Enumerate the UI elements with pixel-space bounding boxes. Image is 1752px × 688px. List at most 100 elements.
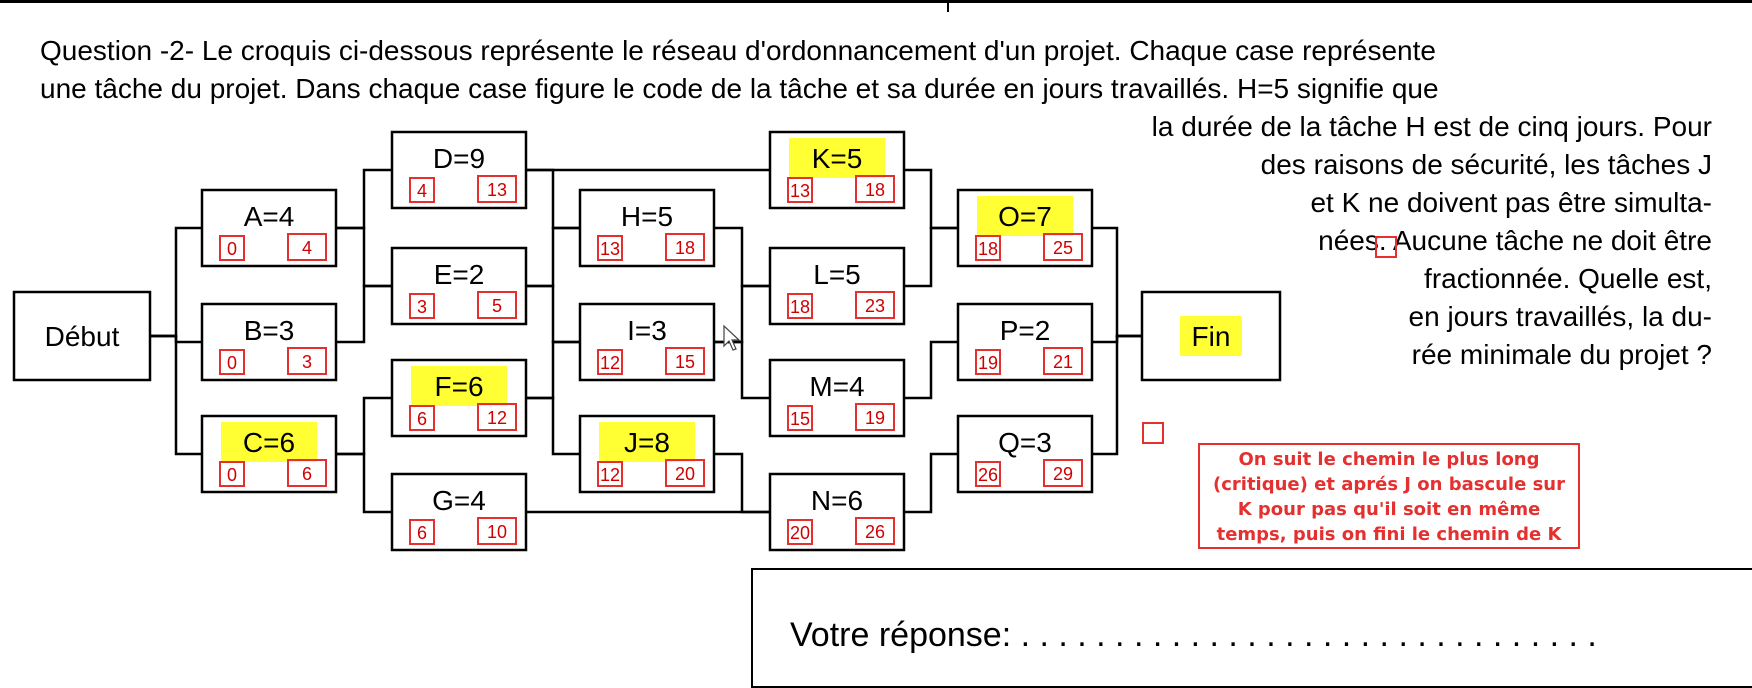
- early-finish-O: 25: [1053, 238, 1073, 258]
- task-label-fin: Fin: [1192, 321, 1231, 352]
- annotation-square: [1142, 422, 1164, 444]
- note-line: temps, puis on fini le chemin de K: [1216, 524, 1562, 545]
- edge-F-J: [526, 396, 580, 456]
- edge-B-E: [336, 284, 392, 344]
- start-box-D: [409, 177, 435, 203]
- start-box-M: [787, 405, 813, 431]
- question-line-6: nées. Aucune tâche ne doit être: [1318, 225, 1712, 256]
- edge-A-D: [336, 168, 392, 230]
- early-finish-N: 26: [865, 522, 885, 542]
- edge-K-O: [904, 168, 958, 230]
- task-label-P: P=2: [1000, 315, 1051, 346]
- answer-field[interactable]: Votre réponse: . . . . . . . . . . . . .…: [790, 616, 1597, 654]
- task-box-I: [578, 302, 716, 382]
- edge-O-fin: [1092, 226, 1142, 338]
- end-box-J: [665, 459, 705, 487]
- start-box-B: [219, 349, 245, 375]
- question-line-2: une tâche du projet. Dans chaque case fi…: [40, 73, 1439, 104]
- task-label-I: I=3: [627, 315, 667, 346]
- early-finish-M: 19: [865, 408, 885, 428]
- early-finish-L: 23: [865, 296, 885, 316]
- task-label-J: J=8: [624, 427, 670, 458]
- note-line: K pour pas qu'il soit en même: [1237, 499, 1541, 520]
- end-box-D: [477, 175, 517, 203]
- start-box-N: [787, 519, 813, 545]
- early-start-J: 12: [600, 465, 620, 485]
- end-box-H: [665, 233, 705, 261]
- early-finish-I: 15: [675, 352, 695, 372]
- task-label-C: C=6: [243, 427, 295, 458]
- question-line-4: des raisons de sécurité, les tâches J: [1260, 149, 1712, 180]
- edge-C-F: [336, 396, 392, 456]
- annotation-square: [1375, 236, 1397, 258]
- highlight-O: [977, 196, 1073, 236]
- early-start-P: 19: [978, 353, 998, 373]
- early-start-F: 6: [417, 409, 427, 429]
- early-start-O: 18: [978, 239, 998, 259]
- end-box-E: [477, 291, 517, 319]
- task-label-B: B=3: [244, 315, 295, 346]
- task-label-G: G=4: [432, 485, 486, 516]
- edge-I-L: [714, 284, 770, 344]
- annotation-note: On suit le chemin le plus long (critique…: [1198, 443, 1580, 549]
- edge-M-P: [904, 340, 958, 400]
- highlight-K: [789, 138, 885, 178]
- edge-E-H: [526, 226, 580, 288]
- start-box-G: [409, 519, 435, 545]
- question-line-3: la durée de la tâche H est de cinq jours…: [1151, 111, 1712, 142]
- task-box-H: [578, 188, 716, 268]
- note-line: (critique) et aprés J on bascule sur: [1213, 474, 1565, 495]
- task-box-L: [768, 246, 906, 326]
- task-label-Q: Q=3: [998, 427, 1052, 458]
- cursor-icon: [723, 324, 741, 351]
- start-box-A: [219, 235, 245, 261]
- task-box-N: [768, 472, 906, 552]
- edge-C-G: [336, 452, 392, 514]
- edge-H-L: [714, 226, 770, 288]
- early-finish-P: 21: [1053, 352, 1073, 372]
- note-line: On suit le chemin le plus long: [1238, 449, 1540, 470]
- early-start-K: 13: [790, 181, 810, 201]
- edge-Q-fin: [1092, 334, 1142, 456]
- question-line-1: Question -2- Le croquis ci-dessous repré…: [40, 35, 1436, 66]
- question-line-8: en jours travaillés, la du-: [1408, 301, 1712, 332]
- task-box-E: [390, 246, 528, 326]
- end-box-M: [855, 403, 895, 431]
- end-box-C: [287, 459, 327, 487]
- end-box-F: [477, 403, 517, 431]
- early-finish-F: 12: [487, 408, 507, 428]
- start-box-F: [409, 405, 435, 431]
- task-label-D: D=9: [433, 143, 485, 174]
- edge-D-H: [526, 168, 580, 230]
- end-box-P: [1043, 347, 1083, 375]
- start-box-J: [597, 461, 623, 487]
- early-start-N: 20: [790, 523, 810, 543]
- early-start-G: 6: [417, 523, 427, 543]
- early-finish-G: 10: [487, 522, 507, 542]
- edge-debut-A: [150, 226, 202, 338]
- early-finish-B: 3: [302, 352, 312, 372]
- start-box-K: [787, 177, 813, 203]
- start-box-P: [975, 349, 1001, 375]
- question-line-5: et K ne doivent pas être simulta-: [1310, 187, 1712, 218]
- start-box-O: [975, 235, 1001, 261]
- task-label-L: L=5: [813, 259, 861, 290]
- early-start-L: 18: [790, 297, 810, 317]
- early-start-B: 0: [227, 353, 237, 373]
- highlight-J: [599, 422, 695, 462]
- edge-I-M: [714, 340, 770, 400]
- early-finish-D: 13: [487, 180, 507, 200]
- early-start-I: 12: [600, 353, 620, 373]
- edge-N-Q: [904, 452, 958, 514]
- edge-F-I: [526, 340, 580, 400]
- top-rule: [0, 0, 1752, 3]
- early-start-C: 0: [227, 465, 237, 485]
- edge-A-E: [336, 226, 392, 288]
- early-finish-A: 4: [302, 238, 312, 258]
- task-label-K: K=5: [812, 143, 863, 174]
- task-box-M: [768, 358, 906, 438]
- start-box-Q: [975, 461, 1001, 487]
- end-box-O: [1043, 233, 1083, 261]
- task-box-D: [390, 130, 528, 210]
- end-box-K: [855, 175, 895, 203]
